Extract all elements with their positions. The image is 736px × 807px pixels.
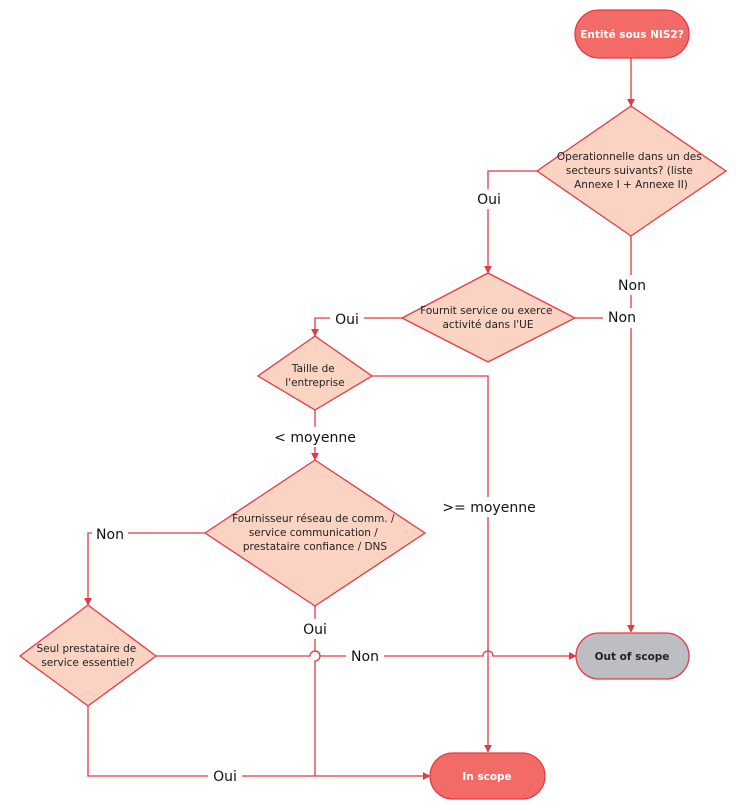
decision-provider-line-1: Fournisseur réseau de comm. / <box>232 513 395 525</box>
decision-size-line-2: l'entreprise <box>285 377 344 389</box>
decision-sector-line-3: Annexe I + Annexe II) <box>574 179 688 191</box>
edge-sector-yes <box>484 170 537 274</box>
edge-label-service-yes: Oui <box>335 312 359 328</box>
in-scope-label: In scope <box>462 771 511 783</box>
edge-size-large <box>372 375 492 753</box>
edge-label-provider-no: Non <box>96 527 124 543</box>
start-terminal-label: Entité sous NIS2? <box>580 29 684 41</box>
svg-text:Taille de l'entreprise: Taille de l'entreprise <box>285 363 344 389</box>
decision-size: Taille de l'entreprise <box>256 335 374 411</box>
decision-sector-line-1: Operationnelle dans un des <box>557 151 702 163</box>
edge-sole-no <box>156 650 577 660</box>
out-of-scope-label: Out of scope <box>595 651 670 663</box>
decision-sector: Operationnelle dans un des secteurs suiv… <box>535 105 728 237</box>
svg-text:Fournit service ou exerce: Fournit service ou exerce activité dans … <box>420 305 556 331</box>
edge-service-yes <box>311 317 402 337</box>
svg-text:Seul prestataire de serv: Seul prestataire de service essentiel? <box>36 643 139 669</box>
start-terminal: Entité sous NIS2? <box>574 9 690 59</box>
out-of-scope-terminal: Out of scope <box>575 632 690 680</box>
edge-label-size-large: >= moyenne <box>442 500 535 516</box>
decision-service-ue: Fournit service ou exerce activité dans … <box>400 272 577 363</box>
decision-size-line-1: Taille de <box>291 363 335 375</box>
edge-sole-yes <box>87 706 431 780</box>
decision-provider-line-2: service communication / <box>249 527 378 539</box>
edge-label-sector-no: Non <box>618 278 646 294</box>
edge-label-size-small: < moyenne <box>274 430 356 446</box>
decision-provider-line-3: prestataire confiance / DNS <box>243 541 388 553</box>
decision-service-line-2: activité dans l'UE <box>443 319 534 331</box>
decision-sector-line-2: secteurs suivants? (liste <box>566 165 693 177</box>
edge-label-service-no: Non <box>608 310 636 326</box>
edge-label-sole-no: Non <box>351 649 379 665</box>
decision-service-line-1: Fournit service ou exerce <box>420 305 552 317</box>
decision-sole-provider: Seul prestataire de service essentiel? <box>18 604 158 707</box>
decision-provider: Fournisseur réseau de comm. / service co… <box>203 459 427 607</box>
svg-text:Fournisseur réseau de comm. /: Fournisseur réseau de comm. / service co… <box>232 513 398 553</box>
edge-provider-no <box>84 532 205 606</box>
decision-sole-line-2: service essentiel? <box>41 657 134 669</box>
svg-text:Operationnelle dans un des: Operationnelle dans un des secteurs suiv… <box>557 151 705 191</box>
edge-label-provider-yes: Oui <box>303 622 327 638</box>
decision-sole-line-1: Seul prestataire de <box>36 643 136 655</box>
in-scope-terminal: In scope <box>429 752 546 800</box>
edge-label-sector-yes: Oui <box>477 192 501 208</box>
edge-label-sole-yes: Oui <box>213 769 237 785</box>
